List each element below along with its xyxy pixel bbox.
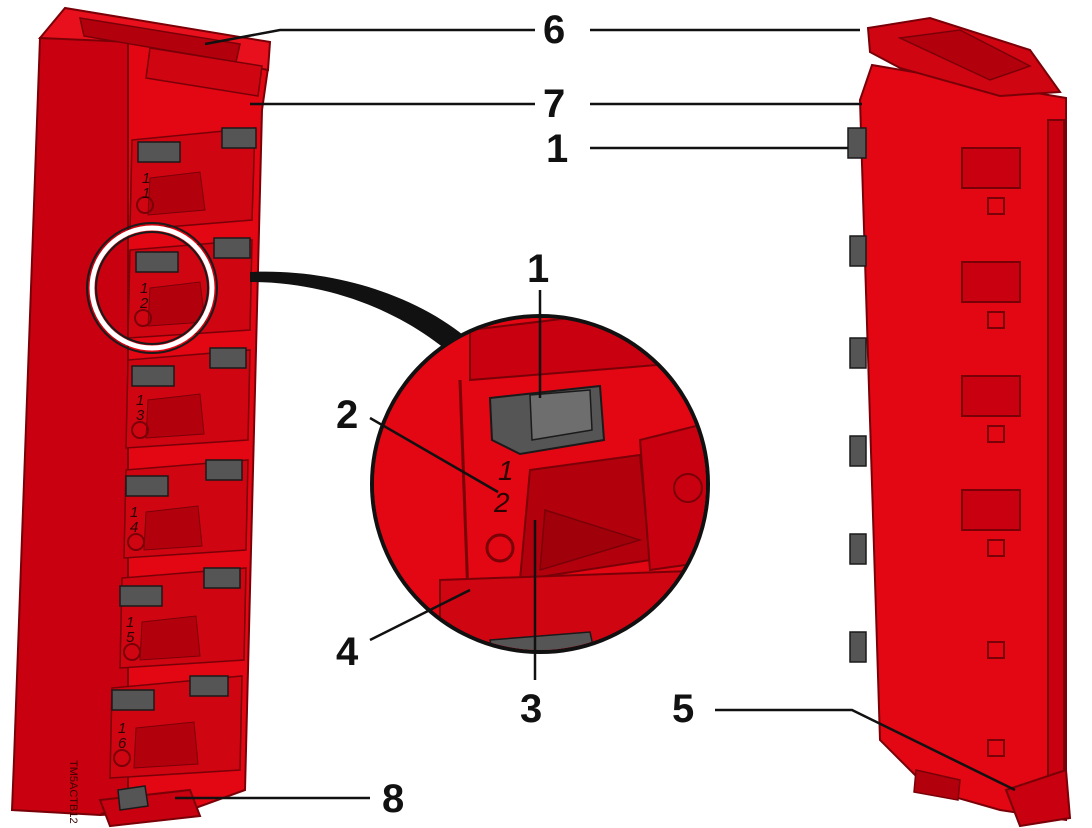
callout-3: 3 xyxy=(520,687,542,731)
terminal-number: 1 xyxy=(136,392,144,409)
left-terminal-numbers: 1 1 1 2 1 3 1 4 1 5 1 6 xyxy=(118,170,150,752)
terminal-row xyxy=(119,567,247,669)
right-side-slots xyxy=(961,147,1021,757)
terminal-row xyxy=(125,347,251,449)
callout-labels: 6 7 1 1 2 4 3 5 8 xyxy=(336,8,694,821)
right-block-body xyxy=(858,63,1067,822)
terminal-number: 5 xyxy=(126,629,135,646)
callout-7: 7 xyxy=(543,82,565,126)
terminal-row xyxy=(109,675,243,779)
zoom-detail: 1 2 xyxy=(370,314,710,654)
right-bottom-latch xyxy=(1004,768,1072,828)
callout-4: 4 xyxy=(336,630,359,674)
terminal-number: 1 xyxy=(142,185,150,202)
terminal-number: 1 xyxy=(130,504,138,521)
zoom-release-hole xyxy=(485,533,515,563)
zoom-wire-entry xyxy=(518,453,652,582)
left-terminal-block: 1 1 1 2 1 3 1 4 1 5 1 6 TM5ACTB12 xyxy=(10,6,272,828)
right-terminal-block xyxy=(847,16,1072,828)
terminal-number: 2 xyxy=(139,295,149,312)
terminal-number: 1 xyxy=(126,614,134,631)
terminal-number: 4 xyxy=(130,519,138,536)
callout-2: 2 xyxy=(336,393,358,437)
callout-1-zoom: 1 xyxy=(527,247,549,291)
callout-8: 8 xyxy=(382,777,404,821)
zoom-terminal-number-2: 2 xyxy=(493,487,510,518)
zoom-terminal-number-1: 1 xyxy=(498,455,514,486)
callout-5: 5 xyxy=(672,687,694,731)
right-side-clips xyxy=(847,127,867,663)
detail-highlight-circle xyxy=(89,225,215,351)
model-label: TM5ACTB12 xyxy=(67,760,79,824)
terminal-number: 1 xyxy=(118,720,126,737)
leader-lines xyxy=(175,28,1016,800)
terminal-number: 6 xyxy=(118,735,127,752)
left-terminal-rows xyxy=(109,127,257,779)
terminal-row xyxy=(123,459,249,559)
terminal-row xyxy=(129,127,257,231)
zoom-connector xyxy=(250,271,480,370)
terminal-number: 3 xyxy=(136,407,145,424)
terminal-number: 1 xyxy=(142,170,150,187)
callout-6: 6 xyxy=(543,8,565,52)
terminal-row xyxy=(127,237,253,339)
callout-1-top: 1 xyxy=(546,127,568,171)
terminal-number: 1 xyxy=(140,280,148,297)
